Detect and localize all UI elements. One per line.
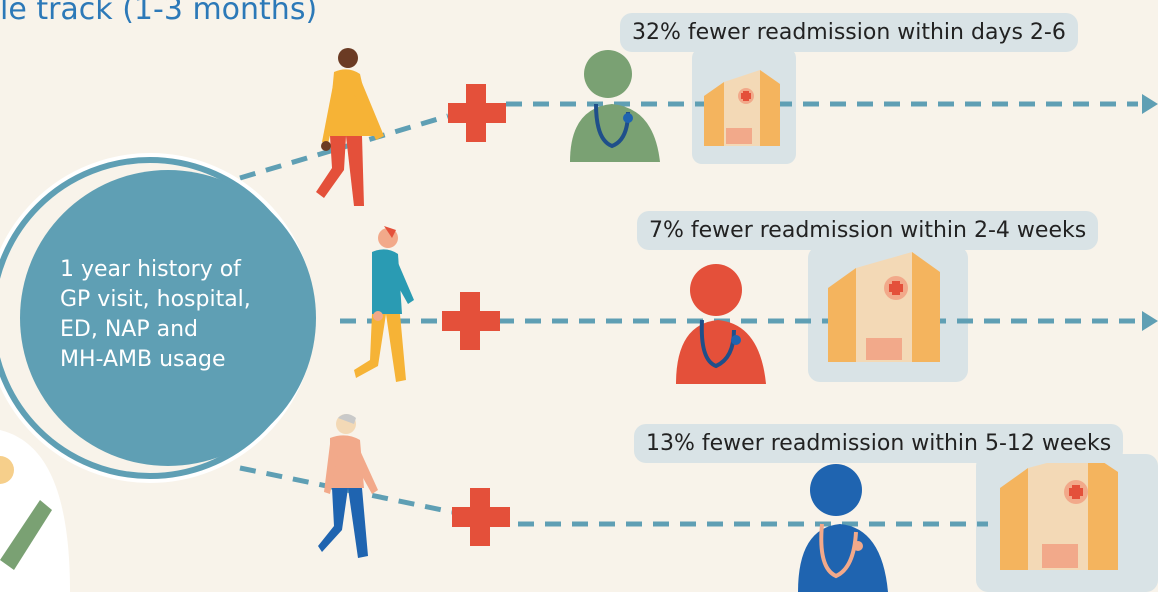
outcome-label-3: 13% fewer readmission within 5-12 weeks [634, 424, 1124, 463]
doctor-icon [798, 464, 888, 592]
hospital-icon [704, 70, 780, 146]
walking-person-icon [318, 414, 378, 558]
hospital-icon [1000, 452, 1118, 570]
hospital-icon [828, 252, 940, 362]
walking-person-icon [316, 48, 384, 206]
history-text: 1 year history of GP visit, hospital, ED… [60, 257, 251, 372]
outcome-label-2: 7% fewer readmission within 2-4 weeks [637, 211, 1099, 250]
arrow-head-2 [1142, 311, 1158, 331]
doctor-icon [570, 50, 660, 162]
track-title: le track (1-3 months) [0, 0, 318, 27]
history-circle [20, 170, 316, 466]
medical-cross-icon [448, 84, 506, 142]
doctor-icon [676, 264, 766, 384]
bottom-left-leaf [0, 500, 52, 570]
medical-cross-icon [442, 292, 500, 350]
bottom-left-dot [0, 456, 14, 484]
arrow-head-1 [1142, 94, 1158, 114]
medical-cross-icon [452, 488, 510, 546]
walking-person-icon [354, 226, 414, 382]
outcome-label-1: 32% fewer readmission within days 2-6 [620, 13, 1078, 52]
